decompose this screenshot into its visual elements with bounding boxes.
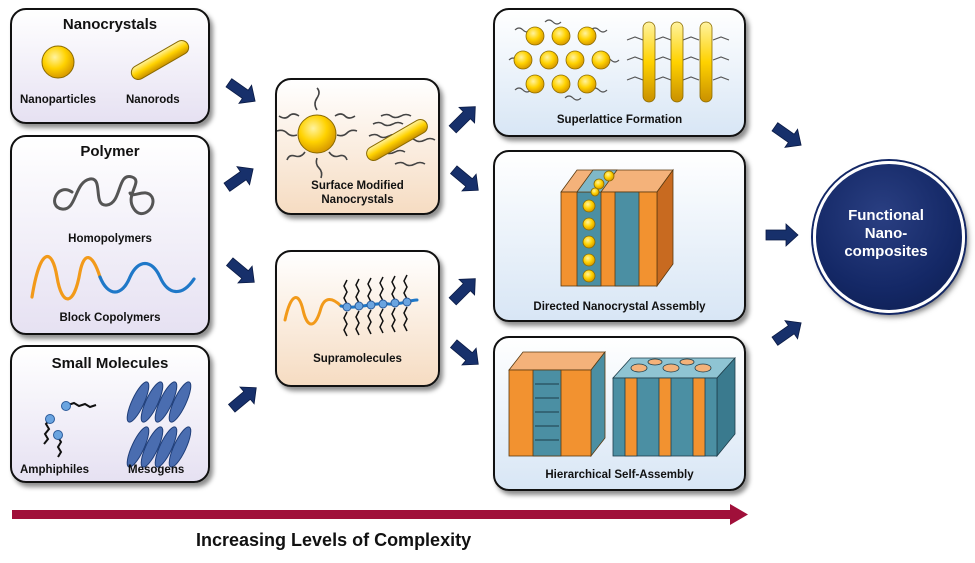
block-copolymers-label: Block Copolymers (59, 312, 161, 324)
mesogens-label: Mesogens (128, 464, 185, 476)
arrow-nanocrystals-to-surface (222, 73, 262, 111)
nanocrystals-art (41, 40, 190, 80)
block-copolymer-orange (30, 255, 102, 301)
nanorod-icon (130, 40, 190, 80)
nanoparticle-icon (41, 45, 75, 79)
nanorods-label: Nanorods (126, 94, 180, 106)
hierarchical-box: Hierarchical Self-Assembly (493, 336, 746, 491)
hierarchical-lamellar-icon (508, 350, 606, 458)
supramolecules-art (283, 274, 419, 337)
surface-modified-label: Surface Modified Nanocrystals (311, 180, 404, 206)
arrow-surface-to-superlattice (444, 98, 484, 138)
directed-assembly-art (560, 168, 674, 288)
arrow-directed-to-output (765, 223, 799, 247)
complexity-arrow (12, 504, 748, 525)
nanocrystals-title: Nanocrystals (62, 16, 158, 33)
ligand-coated-particle-icon (277, 87, 358, 179)
lamellar-block-icon (560, 168, 674, 288)
complexity-label: Increasing Levels of Complexity (196, 530, 472, 550)
superlattice-label: Superlattice Formation (556, 114, 683, 126)
supramolecule-orange-block (283, 296, 343, 326)
hierarchical-label: Hierarchical Self-Assembly (545, 469, 694, 481)
polymer-title: Polymer (80, 143, 140, 160)
hierarchical-art (508, 350, 736, 458)
arrow-supramolecules-to-hierarchical (446, 334, 486, 374)
supramolecule-side-chains (343, 274, 408, 337)
directed-particles-icon (582, 170, 615, 283)
surface-modified-art (277, 87, 436, 179)
superlattice-art (508, 19, 730, 103)
arrow-superlattice-to-output (768, 117, 808, 155)
directed-assembly-box: Directed Nanocrystal Assembly (493, 150, 746, 322)
homopolymers-label: Homopolymers (68, 233, 152, 245)
arrow-hierarchical-to-output (768, 313, 808, 351)
superlattice-box: Superlattice Formation (493, 8, 746, 137)
small-molecules-art (43, 381, 192, 468)
functional-nanocomposites-circle (813, 161, 965, 313)
functional-nanocomposites-label: Functional Nano- composites (844, 207, 928, 260)
arrow-polymer-to-supramolecules (222, 252, 262, 292)
surface-modified-box: Surface Modified Nanocrystals (275, 78, 440, 215)
amphiphiles-label: Amphiphiles (20, 464, 90, 476)
nanocrystals-box: Nanocrystals Nanoparticles Nanorods (10, 8, 210, 124)
block-copolymer-blue (98, 261, 196, 294)
arrow-polymer-to-surface (220, 159, 260, 197)
supramolecules-box: Supramolecules (275, 250, 440, 387)
ligand-coated-rod-icon (366, 113, 436, 167)
polymer-box: Polymer Homopolymers Block Copolymers (10, 135, 210, 335)
superlattice-rods-icon (626, 21, 730, 103)
arrow-surface-to-directed (446, 160, 486, 200)
supramolecule-beads (342, 297, 412, 312)
homopolymer-icon (53, 175, 155, 216)
mesogen-icon (126, 381, 192, 468)
superlattice-particles-icon (508, 19, 620, 101)
hierarchical-cylinder-icon (612, 356, 736, 458)
arrow-smallmolecules-to-supramolecules (224, 378, 264, 418)
small-molecules-title: Small Molecules (51, 355, 169, 372)
arrow-supramolecules-to-directed (444, 270, 484, 310)
polymer-art (30, 175, 196, 301)
directed-assembly-label: Directed Nanocrystal Assembly (533, 301, 706, 313)
nanoparticles-label: Nanoparticles (20, 94, 97, 106)
amphiphile-icon (43, 401, 97, 458)
supramolecules-label: Supramolecules (313, 353, 402, 365)
small-molecules-box: Small Molecules Amphiphiles Mesogens (10, 345, 210, 483)
